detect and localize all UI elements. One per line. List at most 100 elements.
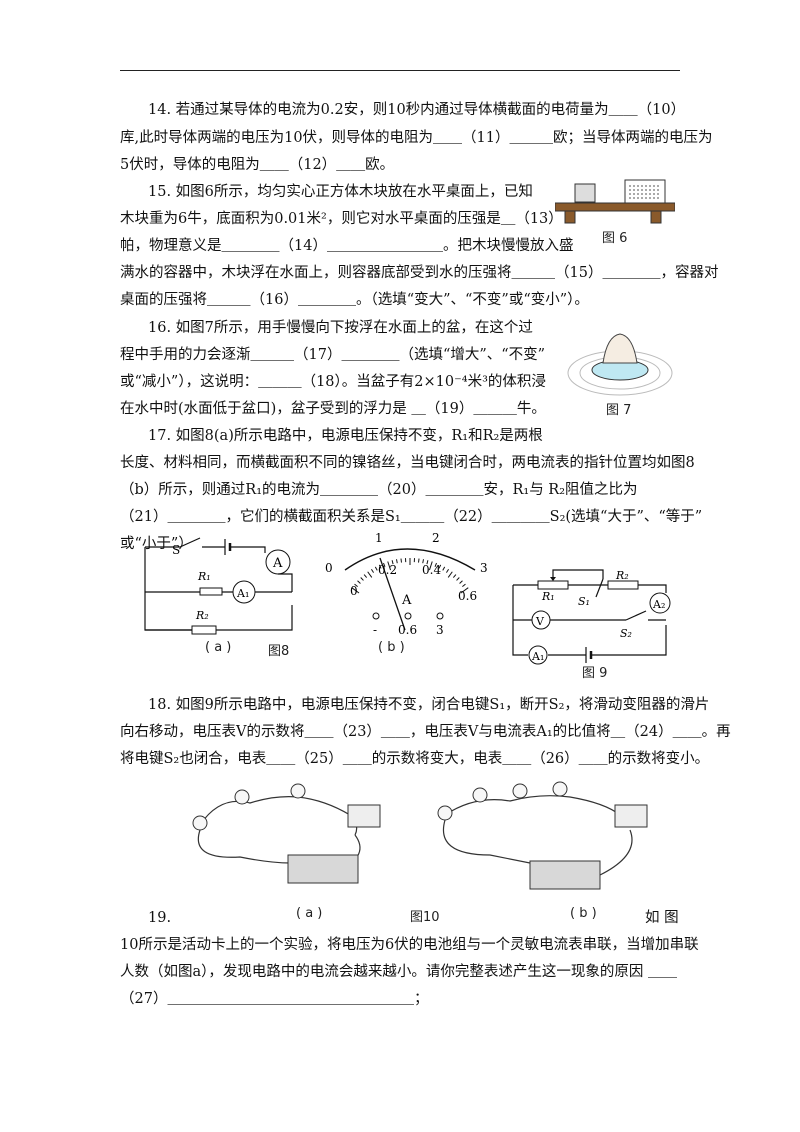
dial-tick xyxy=(354,583,358,588)
water-container xyxy=(624,179,666,205)
person-1 xyxy=(437,805,453,821)
figure-7 xyxy=(567,333,673,396)
figure-8b-caption: ( b ) xyxy=(378,640,405,655)
top-scale-0: 0 xyxy=(325,561,333,575)
dial-tick xyxy=(391,560,394,565)
figure-10-caption: 图10 xyxy=(410,910,440,925)
terminal-3-label: 3 xyxy=(436,623,444,637)
resistor-r1 xyxy=(199,587,223,596)
person-2 xyxy=(234,789,250,805)
needle-unit-label: A xyxy=(401,593,412,608)
q18-line1: 18. 如图9所示电路中，电源电压保持不变，闭合电键S₁，断开S₂，将滑动变阻器… xyxy=(148,697,710,713)
label-r1: R₁ xyxy=(197,570,211,583)
terminal-minus-label: - xyxy=(373,623,377,637)
person-2 xyxy=(472,787,488,803)
person-3 xyxy=(290,783,306,799)
label-a1: A₁ xyxy=(531,650,544,663)
needle xyxy=(379,557,406,631)
switch-s1 xyxy=(595,578,604,598)
wood-cube xyxy=(574,183,596,203)
q15-line1: 15. 如图6所示，均匀实心正方体木块放在水平桌面上，已知 xyxy=(148,184,533,200)
q16-line3: 或“减小”），这说明：＿＿＿（18）。当盆子有2×10⁻⁴米³的体积浸 xyxy=(120,374,546,390)
dial-tick xyxy=(438,564,442,569)
hand xyxy=(602,333,638,364)
q16-line4: 在水中时(水面低于盆口)，盆子受到的浮力是 ＿（19）＿＿＿牛。 xyxy=(120,401,546,417)
figure-7-caption: 图 7 xyxy=(606,403,632,418)
label-a2: A₂ xyxy=(652,598,665,611)
dial-tick xyxy=(447,571,453,578)
battery-pack xyxy=(287,854,359,884)
person-4 xyxy=(552,781,568,797)
terminal-06 xyxy=(404,612,412,620)
rheostat-r1 xyxy=(537,580,569,590)
q17-line3: （b）所示，则通过R₁的电流为＿＿＿＿（20）＿＿＿＿安，R₁与 R₂阻值之比为 xyxy=(120,482,638,498)
ammeter-a1 xyxy=(528,645,548,665)
label-s: S xyxy=(172,543,180,557)
table-top xyxy=(555,202,675,212)
dial-tick xyxy=(351,587,360,594)
dial-arc xyxy=(344,548,476,571)
dial-tick xyxy=(387,561,392,571)
figure-10b xyxy=(437,781,648,890)
person-1 xyxy=(192,815,208,831)
q17-line4: （21）＿＿＿＿，它们的横截面积关系是S₁＿＿＿（22）＿＿＿＿S₂(选填“大于… xyxy=(120,509,703,525)
dial-tick xyxy=(400,558,402,563)
figure-10a xyxy=(192,783,381,884)
rheostat-slider xyxy=(550,577,556,581)
figure-10a-caption: ( a ) xyxy=(296,906,323,921)
dial-tick xyxy=(460,587,469,594)
terminal-06-label: 0.6 xyxy=(398,623,417,637)
header-rule xyxy=(120,70,680,71)
bottom-scale-02: 0.2 xyxy=(378,563,397,577)
dial-tick xyxy=(422,559,424,564)
bottom-scale-04: 0.4 xyxy=(422,563,441,577)
q15-line3: 帕，物理意义是＿＿＿＿（14）＿＿＿＿＿＿＿＿。把木块慢慢放入盛 xyxy=(120,238,574,254)
battery-pack xyxy=(529,860,601,890)
resistor-r2 xyxy=(191,625,217,635)
label-a1: A₁ xyxy=(236,587,249,600)
dial-tick xyxy=(428,561,433,571)
dial-tick xyxy=(418,558,420,563)
top-scale-2: 2 xyxy=(432,531,440,545)
dial-tick xyxy=(452,574,457,578)
figure-6-caption: 图 6 xyxy=(602,231,628,246)
figure-8-caption: 图8 xyxy=(268,644,290,659)
figure-6 xyxy=(555,179,675,224)
dial-tick xyxy=(426,560,429,565)
label-r1: R₁ xyxy=(541,590,555,603)
galvanometer xyxy=(614,804,648,828)
dial-tick xyxy=(360,577,364,581)
label-r2: R₂ xyxy=(615,569,629,582)
dial-tick xyxy=(378,564,382,569)
dial-tick xyxy=(442,566,446,571)
q14-line3: 5伏时，导体的电阻为＿＿（12）＿＿欧。 xyxy=(120,157,395,173)
label-v: V xyxy=(535,615,545,628)
dial-tick xyxy=(363,574,368,578)
table-leg-left xyxy=(564,210,576,224)
dial-tick xyxy=(456,577,460,581)
top-scale-3: 3 xyxy=(480,561,488,575)
q19-line4: （27）＿＿＿＿＿＿＿＿＿＿＿＿＿＿＿＿＿； xyxy=(120,991,429,1007)
bottom-scale-06: 0.6 xyxy=(458,589,477,603)
dial-tick xyxy=(374,566,378,571)
figure-8a-caption: ( a ) xyxy=(205,640,232,655)
label-a: A xyxy=(272,556,283,571)
q16-line2: 程中手用的力会逐渐＿＿＿（17）＿＿＿＿（选填“增大”、“不变” xyxy=(120,347,546,363)
dial-tick xyxy=(446,568,450,573)
switch-s xyxy=(179,537,201,548)
q19-line3: 人数（如图a），发现电路中的电流会越来越小。请你完整表述产生这一现象的原因 ＿＿ xyxy=(120,964,678,980)
q19-line2: 10所示是活动卡上的一个实验，将电压为6伏的电池组与一个灵敏电流表串联，当增加串… xyxy=(120,937,699,953)
q14-line2: 库,此时导体两端的电压为10伏，则导体的电阻为＿＿（11）＿＿＿欧；当导体两端的… xyxy=(120,130,713,146)
q15-line5: 桌面的压强将＿＿＿（16）＿＿＿＿。（选填“变大”、“不变”或“变小”）。 xyxy=(120,292,589,308)
table-leg-right xyxy=(650,210,662,224)
dial-tick xyxy=(462,583,466,588)
voltmeter-v xyxy=(531,610,551,630)
figure-8b-meter: 0 1 2 3 0 0.2 0.4 0.6 A - 0.6 3 xyxy=(325,531,488,637)
q17-line1: 17. 如图8(a)所示电路中，电源电压保持不变，R₁和R₂是两根 xyxy=(148,428,543,444)
figure-9-caption: 图 9 xyxy=(582,666,608,681)
figure-9-circuit: R₁ R₂ S₁ S₂ A₂ V A₁ xyxy=(512,569,671,665)
q18-line2: 向右移动，电压表V的示数将＿＿（23）＿＿，电压表V与电流表A₁的比值将＿（24… xyxy=(120,724,731,740)
switch-s2 xyxy=(625,610,647,621)
q19-line1-right: 如 图 xyxy=(645,910,679,926)
resistor-r2 xyxy=(607,580,639,590)
